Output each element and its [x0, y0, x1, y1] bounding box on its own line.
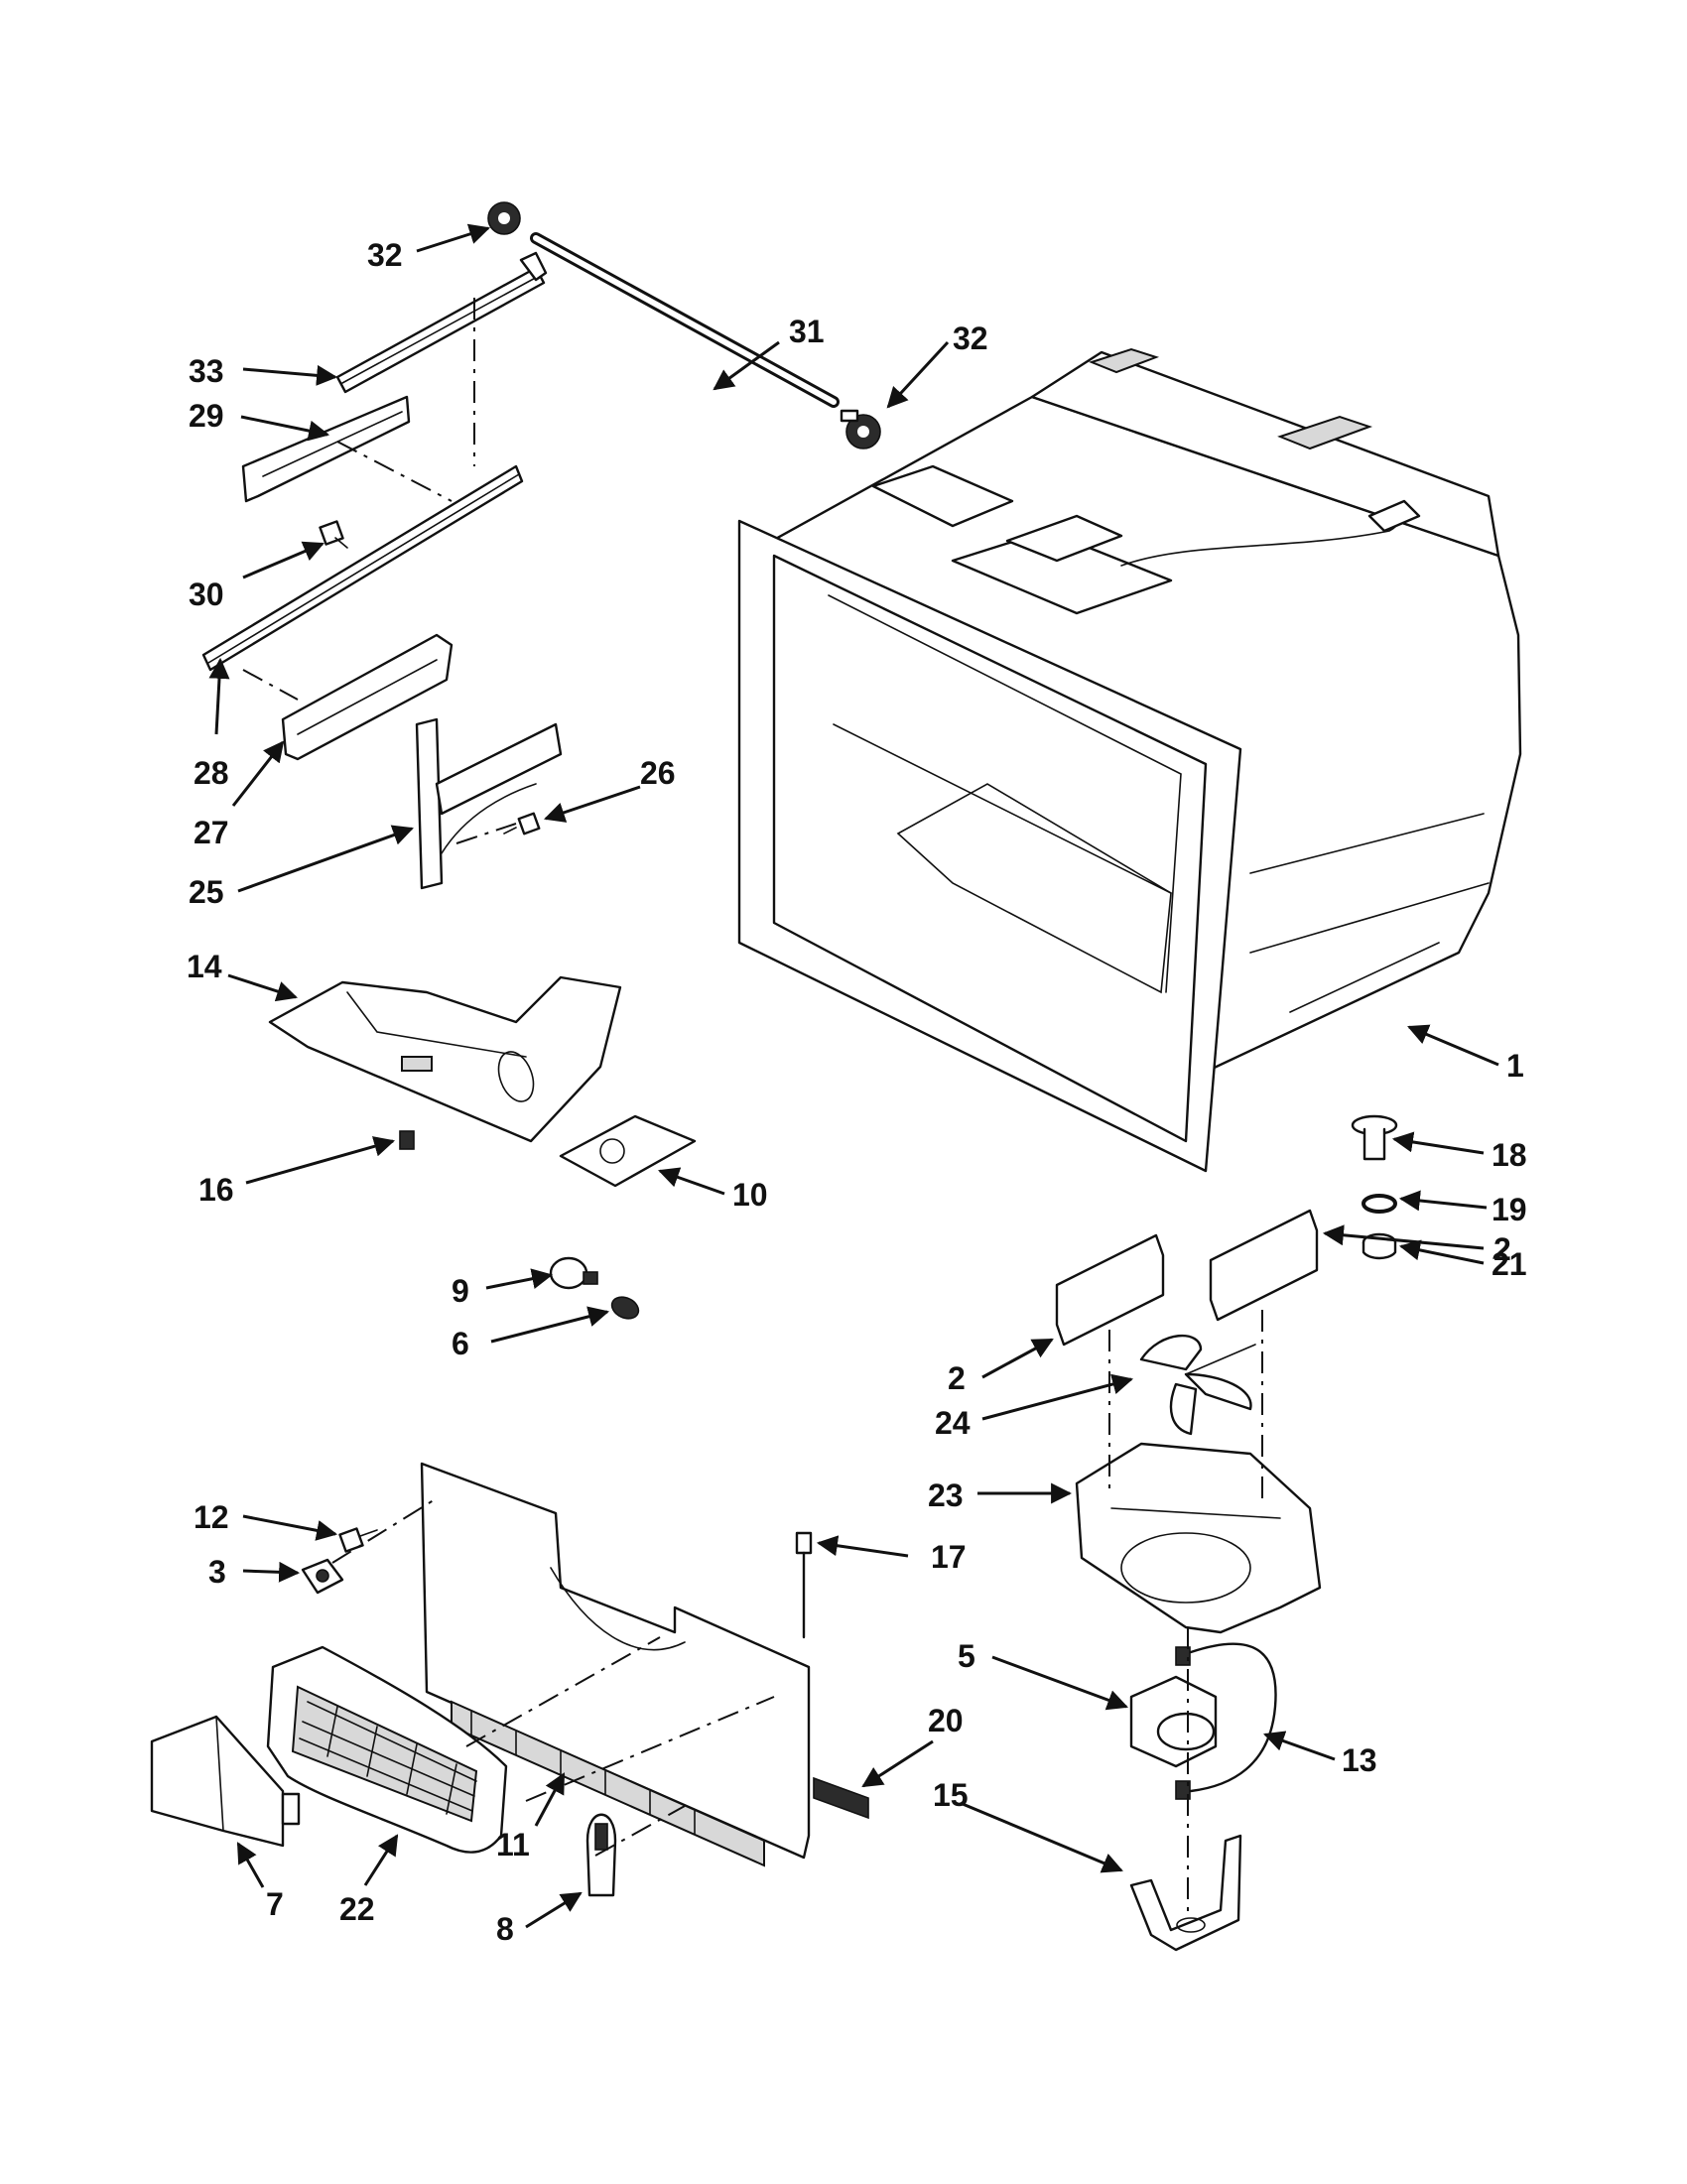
part-slide-rail-top: [335, 251, 548, 394]
part-screw-26: [503, 812, 541, 835]
part-socket: [610, 1296, 640, 1320]
part-latch: [585, 1813, 617, 1897]
part-wire-harness: [1189, 1642, 1277, 1793]
part-thermistor: [795, 1531, 813, 1639]
part-screw-30: [319, 520, 348, 549]
part-fan-motor: [1129, 1646, 1218, 1800]
callout-24: 24: [935, 1405, 971, 1441]
callout-28: 28: [194, 755, 229, 791]
callout-25: 25: [189, 874, 224, 910]
callout-21: 21: [1492, 1246, 1527, 1282]
callout-17: 17: [931, 1539, 967, 1575]
callout-27: 27: [194, 815, 229, 850]
part-grille: [266, 1645, 508, 1854]
part-side-bracket: [415, 717, 563, 890]
callout-33: 33: [189, 353, 224, 389]
part-foam-strip: [813, 1776, 869, 1820]
part-damper-18: [1351, 1114, 1398, 1161]
callout-31: 31: [789, 314, 825, 349]
callout-8: 8: [496, 1911, 514, 1947]
part-long-rail: [201, 464, 524, 672]
callout-16: 16: [198, 1172, 234, 1208]
callout-29: 29: [189, 398, 224, 434]
part-gear-top: [487, 201, 521, 235]
callout-3: 3: [208, 1554, 226, 1590]
callout-1: 1: [1506, 1048, 1524, 1084]
part-gasket-sheet: [559, 1114, 697, 1188]
callout-32-mid: 32: [953, 321, 988, 356]
part-freezer-housing: [737, 347, 1522, 1173]
callout-15: 15: [933, 1777, 969, 1813]
part-insulation-pad-left: [1055, 1233, 1165, 1347]
callout-11: 11: [496, 1827, 530, 1863]
callout-10: 10: [732, 1177, 768, 1213]
callout-labels: 1 2 2 3 5 6 7 8 9 10 11 12 13 14 15 16 1…: [187, 237, 1527, 1947]
part-gear-mid: [840, 409, 881, 450]
assembly-lines: [242, 298, 1263, 1915]
part-switch-16: [399, 1130, 415, 1150]
callout-30: 30: [189, 577, 224, 612]
callout-6: 6: [452, 1326, 469, 1361]
part-insulation-pad-right: [1209, 1209, 1319, 1322]
callout-2-right: 2: [1493, 1231, 1511, 1267]
part-ice-chute: [268, 975, 622, 1143]
callout-9: 9: [452, 1273, 469, 1309]
callout-14: 14: [187, 949, 222, 984]
callout-19: 19: [1492, 1192, 1527, 1227]
part-fan-blade: [1139, 1335, 1256, 1436]
callout-26: 26: [640, 755, 676, 791]
part-bulb: [549, 1256, 598, 1290]
part-screw-12: [338, 1527, 378, 1553]
part-motor-bracket: [1129, 1834, 1242, 1952]
callout-23: 23: [928, 1477, 964, 1513]
part-shaft: [530, 232, 840, 408]
callout-7: 7: [266, 1886, 284, 1922]
part-rail-carrier: [281, 633, 454, 761]
callout-5: 5: [958, 1638, 975, 1674]
callout-12: 12: [194, 1499, 229, 1535]
callout-22: 22: [339, 1891, 375, 1927]
callout-13: 13: [1342, 1742, 1377, 1778]
part-mount-plate: [301, 1558, 344, 1595]
part-grille-slot: [451, 1700, 765, 1867]
callout-18: 18: [1492, 1137, 1527, 1173]
part-fan-housing: [1075, 1442, 1322, 1634]
leader-lines: [208, 223, 1499, 1929]
part-oring-19: [1362, 1194, 1397, 1214]
callout-20: 20: [928, 1703, 964, 1738]
callout-2-left: 2: [948, 1360, 966, 1396]
part-rail-bracket: [241, 395, 411, 503]
callout-32-top: 32: [367, 237, 403, 273]
part-cover-block: [150, 1715, 301, 1848]
